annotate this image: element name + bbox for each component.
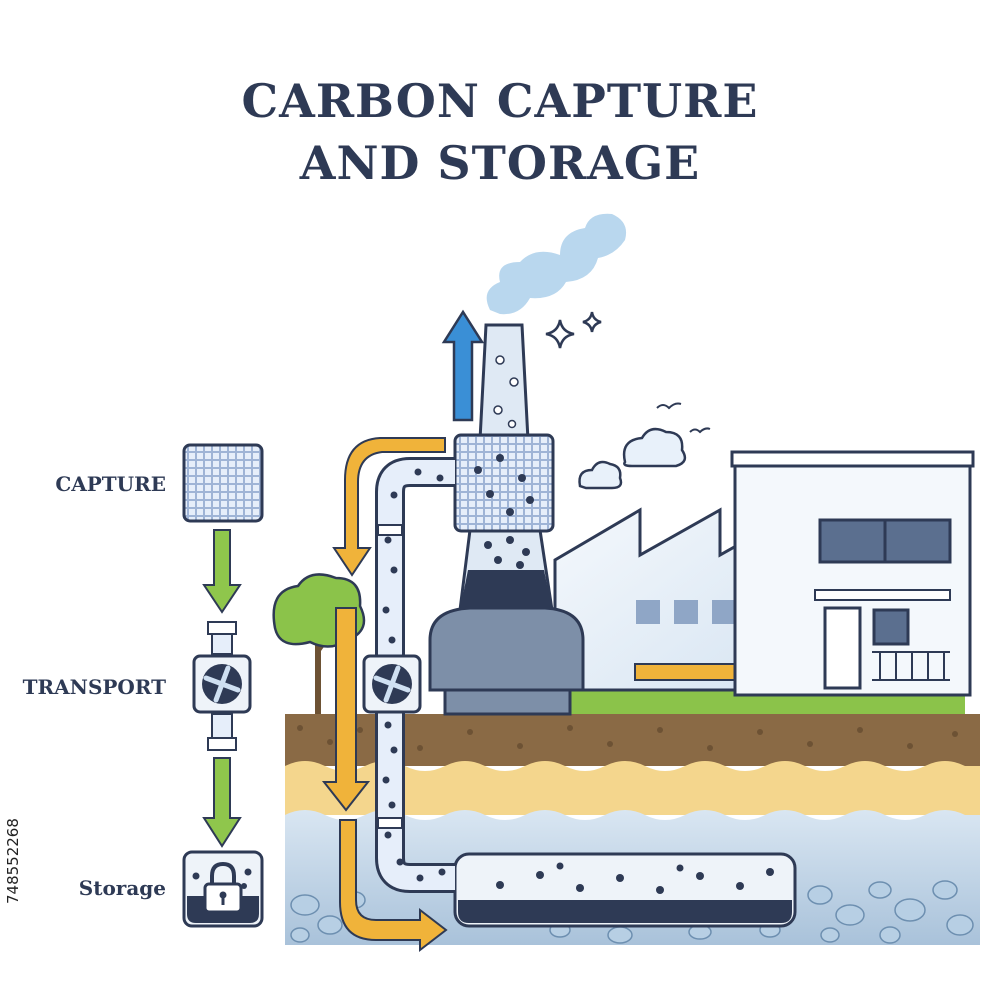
step-label-transport: TRANSPORT bbox=[22, 675, 166, 699]
pipe-fan-icon bbox=[192, 621, 252, 751]
sand-layer bbox=[285, 761, 980, 815]
title-line-1: CARBON CAPTURE bbox=[241, 74, 759, 128]
step-label-storage: Storage bbox=[78, 876, 166, 900]
co2-pipe bbox=[362, 457, 455, 893]
cloud-icon bbox=[622, 427, 687, 468]
flow-arrows bbox=[321, 437, 448, 953]
step-label-capture: CAPTURE bbox=[55, 472, 166, 496]
soil-dots bbox=[297, 725, 958, 751]
pipe-fan-icon bbox=[362, 654, 422, 714]
cloud-icon bbox=[578, 460, 623, 490]
step-arrow-icon bbox=[202, 529, 242, 848]
bird-icon bbox=[656, 402, 711, 434]
smoke-plume bbox=[486, 213, 627, 315]
office-building bbox=[730, 450, 975, 697]
chimney bbox=[428, 323, 585, 716]
sparkle-icon bbox=[545, 311, 602, 349]
up-arrow-icon bbox=[441, 309, 485, 422]
storage-tank bbox=[453, 852, 797, 928]
filter-grid-icon bbox=[182, 443, 264, 523]
title-line-2: AND STORAGE bbox=[299, 136, 701, 190]
capture-filter bbox=[453, 433, 555, 533]
lock-tank-icon bbox=[182, 850, 264, 928]
